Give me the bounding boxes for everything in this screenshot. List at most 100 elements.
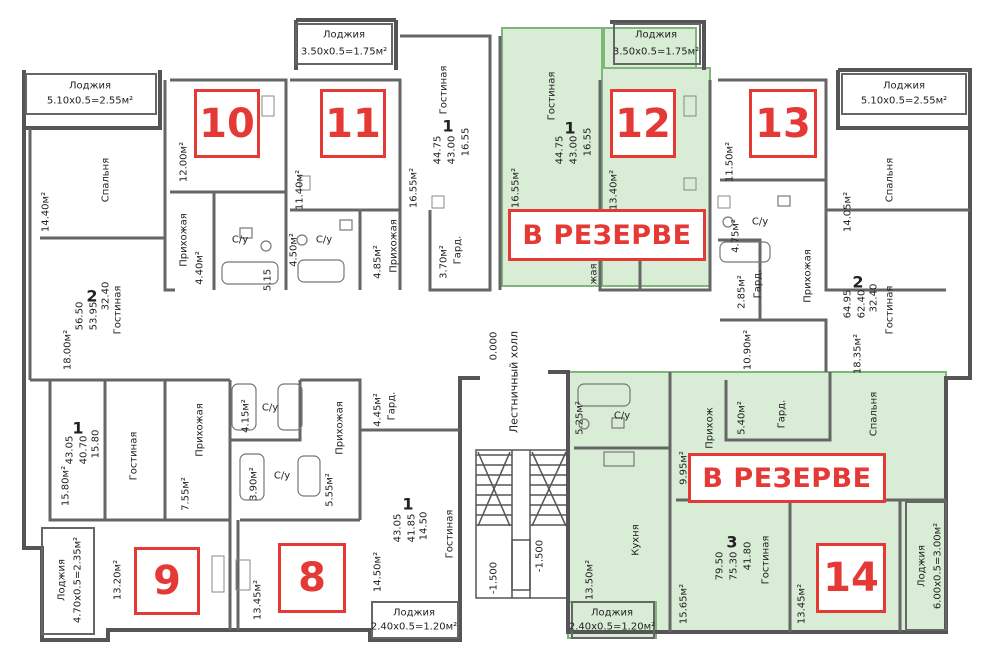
loggia-title: Лоджия	[634, 29, 678, 41]
apartment-stat: 16.55	[582, 127, 594, 157]
reserved-label-14: В РЕЗЕРВЕ	[688, 453, 886, 503]
room-area: 4.45м²	[372, 393, 384, 427]
room-label: Прихожая	[194, 403, 206, 457]
room-label: Гостиная	[112, 285, 124, 335]
room-label: Гард.	[452, 235, 464, 265]
room-area: 15.80м²	[60, 465, 72, 507]
room-area: 3.70м²	[438, 245, 450, 279]
room-area: 13.45м²	[796, 583, 808, 625]
room-count: 1	[72, 418, 84, 438]
room-count: 1	[402, 494, 414, 514]
loggia-title: Лоджия	[68, 80, 112, 92]
room-area: 13.20м²	[112, 559, 124, 601]
room-count: 2	[86, 286, 98, 306]
room-area: 16.55м²	[510, 167, 522, 209]
apartment-stat: 53.95	[88, 301, 100, 331]
stair-level: -1.500	[534, 539, 546, 573]
apartment-badge-11[interactable]: 11	[320, 89, 386, 158]
apartment-stat: 40.70	[78, 435, 90, 465]
room-count: 1	[564, 118, 576, 138]
room-label: Прихожая	[334, 401, 346, 455]
loggia-title: Лоджия	[590, 607, 634, 619]
fixtures	[221, 195, 791, 501]
loggia-title: Лоджия	[322, 29, 366, 41]
room-label: С/у	[315, 234, 333, 246]
room-label: Кухня	[630, 524, 642, 556]
room-area: 13.45м²	[252, 579, 264, 621]
apartment-stat: 32.40	[100, 281, 112, 311]
loggia-area: 2.40х0.5=1.20м²	[568, 621, 656, 633]
room-label: Гостиная	[444, 509, 456, 559]
staircase	[475, 449, 569, 599]
room-label: Прихож	[704, 407, 716, 449]
room-area: 14.50м²	[372, 551, 384, 593]
stair-hall-label: Лестничный холл	[507, 330, 521, 434]
room-label: Прихожая	[388, 219, 400, 273]
room-label: Спальня	[868, 391, 880, 437]
apartment-stat: 15.80	[90, 429, 102, 459]
room-label: Прихожая	[178, 213, 190, 267]
room-area: 4.85м²	[372, 245, 384, 279]
room-label: С/у	[273, 470, 291, 482]
loggia-area: 3.50х0.5=1.75м²	[300, 46, 388, 58]
loggia-area: 2.40х0.5=1.20м²	[370, 621, 458, 633]
room-area: 7.55м²	[180, 477, 192, 511]
room-area: 3.90м²	[248, 467, 260, 501]
room-area: 11.50м²	[724, 141, 736, 183]
room-area: 5.40м²	[736, 401, 748, 435]
reserved-label-12: В РЕЗЕРВЕ	[508, 209, 706, 261]
room-area: 2.85м²	[736, 275, 748, 309]
loggia-area: 5.10х0.5=2.55м²	[860, 95, 948, 107]
apartment-badge-10[interactable]: 10	[194, 89, 260, 158]
apartment-stat: 41.85	[406, 513, 418, 543]
room-area: 5.25м²	[574, 401, 586, 435]
room-area: 14.40м²	[40, 191, 52, 233]
room-count: 3	[726, 532, 738, 552]
loggia-area: 5.10х0.5=2.55м²	[46, 95, 134, 107]
room-label: Спальня	[100, 157, 112, 203]
room-area: 4.75м²	[730, 219, 742, 253]
room-label: Гард.	[752, 269, 764, 299]
room-label: С/у	[751, 216, 769, 228]
room-area: 14.05м²	[842, 191, 854, 233]
loggia-area: 6.00х0.5=3.00м²	[932, 522, 944, 610]
loggia-area: 3.50х0.5=1.75м²	[612, 46, 700, 58]
room-label: Гостиная	[438, 65, 450, 115]
apartment-stat: 75.30	[728, 551, 740, 581]
stair-level: -1.500	[488, 561, 500, 595]
apartment-badge-14[interactable]: 14	[816, 543, 886, 613]
room-label: Гостиная	[128, 431, 140, 481]
apartment-badge-12[interactable]: 12	[610, 89, 676, 158]
room-area: 11.40м²	[294, 169, 306, 211]
apartment-stat: 79.50	[714, 551, 726, 581]
window-grids	[211, 95, 731, 593]
apartment-stat: 16.55	[460, 127, 472, 157]
loggia-title: Лоджия	[392, 607, 436, 619]
room-label: Гостиная	[546, 71, 558, 121]
room-label: Прихожая	[802, 249, 814, 303]
room-label: Гард.	[776, 399, 788, 429]
apartment-stat: 56.50	[74, 301, 86, 331]
apartment-stat: 62.40	[856, 289, 868, 319]
room-area: 12.00м²	[178, 141, 190, 183]
room-area: 4.40м²	[194, 251, 206, 285]
room-area: 4.50м²	[288, 233, 300, 267]
room-label: С/у	[261, 402, 279, 414]
room-area: 13.50м²	[584, 559, 596, 601]
apartment-stat: 64.95	[842, 289, 854, 319]
apartment-stat: 43.05	[392, 513, 404, 543]
room-label: Спальня	[884, 157, 896, 203]
apartment-badge-8[interactable]: 8	[278, 543, 346, 613]
inner-walls	[28, 34, 970, 632]
apartment-badge-9[interactable]: 9	[134, 547, 200, 615]
apartment-stat: 44.75	[554, 135, 566, 165]
room-count: 2	[852, 272, 864, 292]
apartment-stat: 14.50	[418, 511, 430, 541]
room-area: 13.40м²	[608, 169, 620, 211]
loggia-title: Лоджия	[916, 544, 928, 588]
apartment-stat: 32.40	[868, 283, 880, 313]
loggia-title: Лоджия	[882, 80, 926, 92]
apartment-badge-13[interactable]: 13	[749, 89, 817, 158]
room-count: 1	[442, 116, 454, 136]
room-area: 5.15	[262, 268, 274, 292]
